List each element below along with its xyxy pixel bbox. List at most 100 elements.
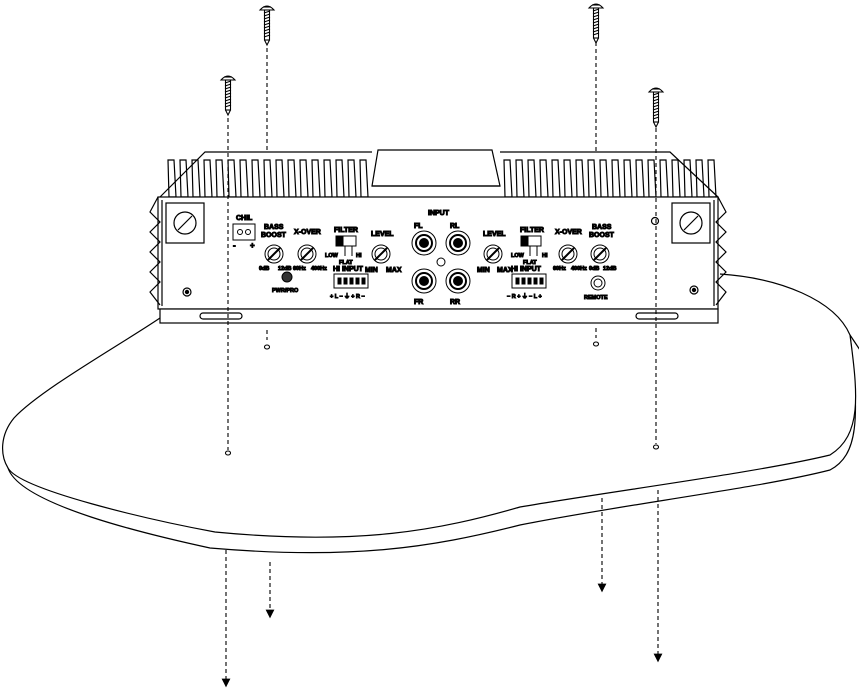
heatsink-fin-left-11 — [299, 159, 309, 198]
screw-3 — [219, 75, 237, 117]
left-hi-input-label: HI INPUT — [333, 266, 364, 273]
right-bass-min: 0dB — [589, 266, 599, 272]
left-bass-min: 0dB — [259, 266, 269, 272]
heatsink-fin-left-14 — [335, 159, 345, 198]
hole-mark-4 — [652, 444, 660, 450]
right-level-label: LEVEL — [483, 231, 506, 238]
right-hi-input-connector[interactable] — [511, 273, 547, 289]
hole-mark-2 — [592, 341, 600, 347]
control-panel: CHIL - + BASS BOOST 0dB 12dB PWR/PRO X-O… — [232, 210, 617, 307]
heatsink-fin-right-5 — [563, 159, 573, 198]
rca-rl-label: RL — [450, 223, 460, 230]
left-level-knob[interactable] — [371, 244, 391, 264]
left-xover-knob[interactable] — [297, 244, 317, 264]
heatsink-fin-right-8 — [599, 159, 609, 198]
screw-2 — [587, 3, 605, 45]
left-hi-input-connector[interactable] — [333, 273, 369, 289]
rca-rr-label: RR — [450, 299, 460, 306]
left-bass-max: 12dB — [278, 266, 291, 272]
heatsink-fin-left-7 — [251, 159, 261, 198]
right-filter-low: LOW — [511, 253, 525, 259]
left-bass-boost-knob[interactable] — [264, 244, 284, 264]
heatsink-fin-left-9 — [275, 159, 285, 198]
right-xover-min: 60Hz — [553, 266, 566, 272]
left-xover-min: 60Hz — [293, 266, 306, 272]
heatsink-fin-right-10 — [623, 159, 633, 198]
pwr-pro-led — [281, 271, 293, 283]
heatsink-fin-right-1 — [515, 159, 525, 198]
remote-jack[interactable] — [590, 275, 606, 291]
heatsink-fin-right-13 — [659, 159, 669, 198]
right-bass-boost-knob[interactable] — [590, 244, 610, 264]
chil-label: CHIL — [236, 215, 253, 222]
pwr-pro-label: PWR/PRO — [272, 288, 299, 294]
heatsink-fin-right-4 — [551, 159, 561, 198]
heatsink-fins — [159, 151, 719, 198]
side-profile-left — [149, 196, 161, 306]
heatsink-fin-left-13 — [323, 159, 333, 198]
left-level-max: MAX — [386, 267, 402, 274]
right-filter-label: FILTER — [520, 227, 544, 234]
heatsink-fin-left-1 — [179, 159, 189, 198]
left-filter-label: FILTER — [334, 227, 358, 234]
left-level-label: LEVEL — [371, 231, 394, 238]
rca-fl-label: FL — [414, 223, 423, 230]
hole-mark-1 — [263, 344, 271, 350]
right-bass-boost-label-2: BOOST — [589, 232, 615, 239]
side-profile-right — [715, 196, 727, 306]
right-filter-switch[interactable] — [520, 235, 542, 256]
screws — [219, 3, 665, 129]
heatsink-fin-right-6 — [575, 159, 585, 198]
heatsink-fin-right-12 — [647, 159, 657, 198]
right-xover-knob[interactable] — [558, 244, 578, 264]
right-bass-max: 12dB — [603, 266, 616, 272]
heatsink-fin-left-12 — [311, 159, 321, 198]
heatsink-fin-right-16 — [695, 159, 705, 198]
flange-slot-left — [199, 312, 243, 320]
right-hi-input-pins: − R + ⏚ − L + — [507, 293, 542, 300]
left-filter-flat: FLAT — [339, 260, 353, 266]
rca-fr-jack[interactable] — [411, 268, 437, 294]
heatsink-fin-left-2 — [191, 159, 201, 198]
heatsink-fin-left-4 — [215, 159, 225, 198]
surface-edge — [7, 334, 859, 554]
heatsink-fin-left-6 — [239, 159, 249, 198]
hole-mark-3 — [224, 450, 232, 456]
left-xover-max: 400Hz — [311, 266, 327, 272]
right-xover-label: X-OVER — [555, 229, 582, 236]
heatsink-fin-left-5 — [227, 159, 237, 198]
remote-label: REMOTE — [584, 295, 608, 301]
front-panel — [157, 196, 719, 310]
heatsink-fin-right-11 — [635, 159, 645, 198]
left-level-min: MIN — [365, 267, 378, 274]
rca-fr-label: FR — [414, 299, 423, 306]
screw-1 — [258, 5, 276, 47]
input-label: INPUT — [428, 210, 450, 217]
flange-slot-right — [635, 312, 679, 320]
rca-rr-jack[interactable] — [445, 268, 471, 294]
heatsink-fin-left-3 — [203, 159, 213, 198]
rca-fl-jack[interactable] — [411, 230, 437, 256]
left-filter-hi: HI — [356, 253, 362, 259]
heatsink-fin-left-8 — [263, 159, 273, 198]
right-level-max: MAX — [497, 267, 513, 274]
left-hi-input-pins: + L − ⏚ + R − — [330, 293, 365, 300]
input-center-screw — [436, 257, 446, 267]
heatsink-fin-right-7 — [587, 159, 597, 198]
screw-4 — [647, 87, 665, 129]
left-filter-switch[interactable] — [335, 235, 357, 256]
heatsink-fin-right-14 — [671, 159, 681, 198]
heatsink-center-block — [371, 149, 501, 187]
mounting-surface — [2, 273, 859, 554]
right-bass-boost-label-1: BASS — [592, 224, 612, 231]
heatsink-fin-right-9 — [611, 159, 621, 198]
right-xover-max: 400Hz — [571, 266, 587, 272]
heatsink-fin-left-0 — [167, 159, 177, 198]
heatsink-fin-right-2 — [527, 159, 537, 198]
right-level-knob[interactable] — [483, 244, 503, 264]
chil-terminal — [232, 223, 256, 241]
mounting-flange — [159, 308, 719, 324]
rca-rl-jack[interactable] — [445, 230, 471, 256]
panel-screw-top-right — [650, 216, 660, 226]
